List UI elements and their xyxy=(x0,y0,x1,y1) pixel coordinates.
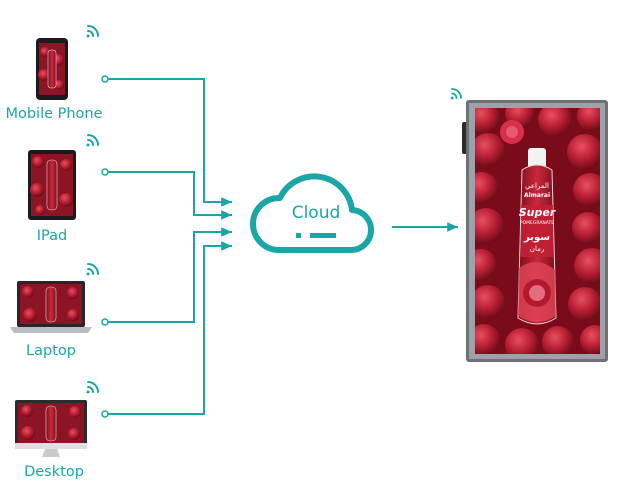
wifi-icon xyxy=(86,263,99,276)
digital-signage-display-icon: المراعي Almarai Super POMEGRANATE سوبر ر… xyxy=(462,100,608,362)
cloud-icon xyxy=(250,173,375,254)
tablet-icon xyxy=(28,150,76,220)
bottle-brand-arabic: المراعي xyxy=(525,182,549,190)
connector-laptop xyxy=(101,227,232,326)
smartphone-icon xyxy=(36,38,68,100)
desktop-monitor-icon xyxy=(15,400,87,457)
laptop-icon xyxy=(10,281,92,333)
wifi-icon xyxy=(450,88,462,100)
device-label-mobile-phone: Mobile Phone xyxy=(5,106,103,122)
cloud-label: Cloud xyxy=(291,203,341,223)
device-label-laptop: Laptop xyxy=(26,343,76,359)
bottle-flavor: POMEGRANATE xyxy=(520,220,554,226)
bottle-flavor-arabic: رمان xyxy=(530,245,544,253)
wifi-icon xyxy=(86,25,99,38)
wifi-icon xyxy=(86,381,99,394)
bottle-brand: Almarai xyxy=(524,192,550,199)
device-label-desktop: Desktop xyxy=(24,464,84,480)
bottle-product-arabic: سوبر xyxy=(523,232,550,243)
bottle-product: Super xyxy=(519,206,556,219)
device-label-ipad: IPad xyxy=(36,228,68,244)
connector-desktop xyxy=(101,241,232,418)
wifi-icon xyxy=(86,134,99,147)
connector-ipad xyxy=(101,168,232,220)
connector-mobile-phone xyxy=(101,75,232,207)
